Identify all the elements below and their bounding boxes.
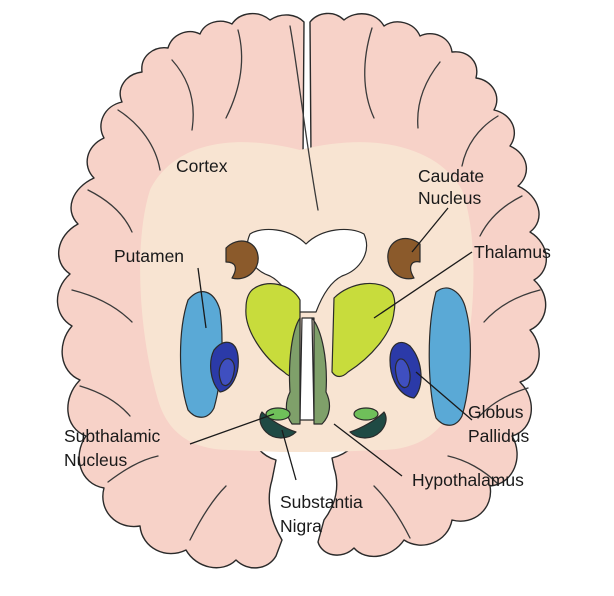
third-ventricle (300, 318, 314, 420)
label-caudate-line1: Caudate (418, 166, 484, 186)
label-subthalamic-line1: Subthalamic (64, 426, 161, 446)
label-hypothalamus: Hypothalamus (412, 470, 524, 490)
label-putamen: Putamen (114, 246, 184, 266)
label-globus-line1: Globus (468, 402, 524, 422)
label-nigra-line1: Substantia (280, 492, 363, 512)
putamen-right (429, 288, 470, 425)
label-caudate-line2: Nucleus (418, 188, 481, 208)
label-cortex: Cortex (176, 156, 228, 176)
label-nigra-line2: Nigra (280, 516, 322, 536)
subthalamic-right (354, 408, 378, 420)
label-thalamus: Thalamus (474, 242, 551, 262)
label-globus-line2: Pallidus (468, 426, 530, 446)
label-subthalamic-line2: Nucleus (64, 450, 127, 470)
